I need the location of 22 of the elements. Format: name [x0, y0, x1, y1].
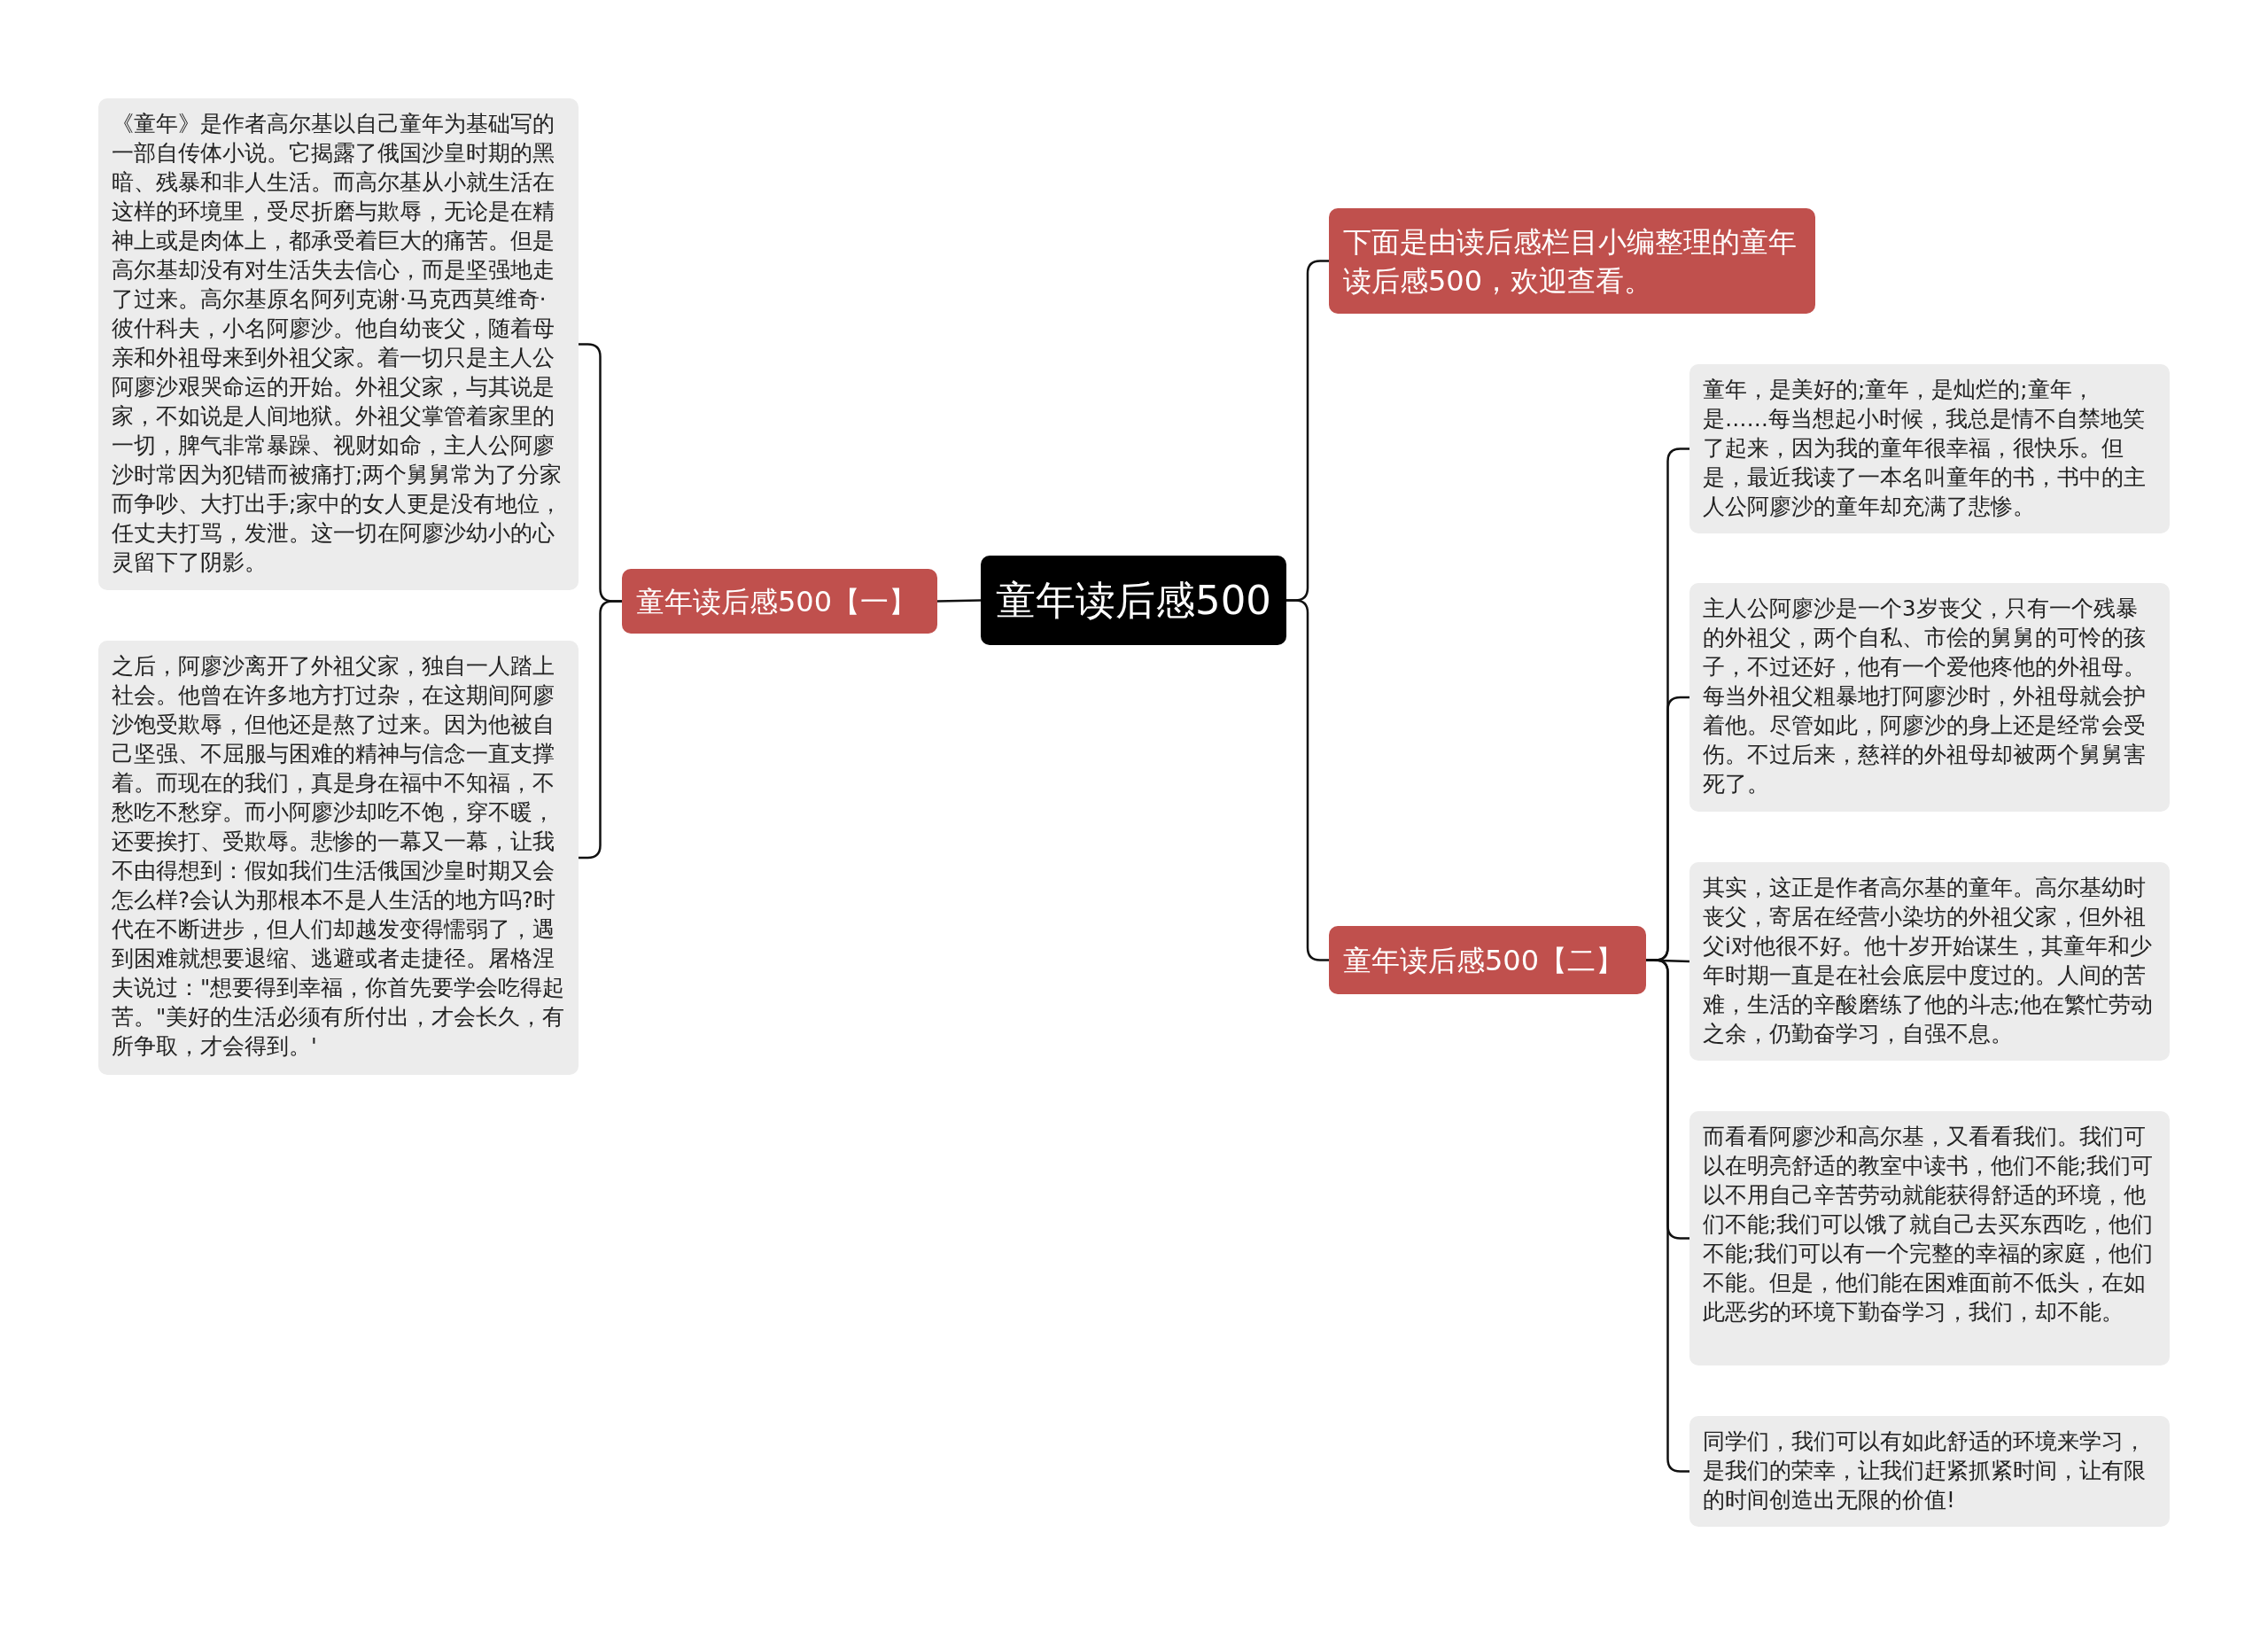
connector-line — [1286, 599, 1329, 961]
topic-label: 下面是由读后感栏目小编整理的童年读后感500，欢迎查看。 — [1343, 223, 1798, 300]
note-card — [1689, 1111, 2170, 1365]
note-card — [1689, 583, 2170, 812]
topic-label: 童年读后感500【二】 — [1343, 942, 1625, 979]
note-text: 同学们，我们可以有如此舒适的环境来学习，是我们的荣幸，让我们赶紧抓紧时间，让有限的时间创造出无限的价值! — [1703, 1428, 2147, 1514]
note-text: 而看看阿廖沙和高尔基，又看看我们。我们可以在明亮舒适的教室中读书，他们不能;我们可以不用自己辛苦劳动就能获得舒适的环境，他们不能;我们可以饿了就自己去买东西吃，他们不能;我们可以有一个完整的幸福的家庭，他们不能。但是，他们能在困难面前不低头，在如此恶劣的环境下勤奋学习，我们，却不能。 — [1703, 1123, 2155, 1326]
branch-topic — [1329, 208, 1815, 314]
branch-topic — [1329, 926, 1646, 994]
central-topic — [981, 556, 1286, 645]
note-card — [1689, 364, 2170, 533]
topic-label: 童年读后感500【一】 — [636, 583, 918, 620]
note-text: 其实，这正是作者高尔基的童年。高尔基幼时丧父，寄居在经营小染坊的外祖父家，但外祖父i对他很不好。他十岁开始谋生，其童年和少年时期一直是在社会底层中度过的。人间的苦难，生活的辛酸磨练了他的斗志;他在繁忙劳动之余，仍勤奋学习，自强不息。 — [1703, 874, 2155, 1048]
note-text: 之后，阿廖沙离开了外祖父家，独自一人踏上社会。他曾在许多地方打过杂，在这期间阿廖沙饱受欺辱，但他还是熬了过来。因为他被自己坚强、不屈服与困难的精神与信念一直支撑着。而现在的我们，真是身在福中不知福，不愁吃不愁穿。而小阿廖沙却吃不饱，穿不暖，还要挨打、受欺辱。悲惨的一幕又一幕，让我不由得想到：假如我们生活俄国沙皇时期又会怎么样?会认为那根本不是人生活的地方吗?时代在不断进步，但人们却越发变得懦弱了，遇到困难就想要退缩、逃避或者走捷径。屠格涅夫说过："想要得到幸福，你首先要学会吃得起苦。"美好的生活必须有所付出，才会长久，有所争取，才会得到。' — [112, 652, 566, 1061]
branch-topic — [622, 569, 937, 634]
topic-title: 童年读后感500 — [996, 575, 1271, 626]
note-card — [1689, 1416, 2170, 1527]
note-text: 主人公阿廖沙是一个3岁丧父，只有一个残暴的外祖父，两个自私、市侩的舅舅的可怜的孩子，不过还好，他有一个爱他疼他的外祖母。每当外祖父粗暴地打阿廖沙时，外祖母就会护着他。尽管如此，阿廖沙的身上还是经常会受伤。不过后来，慈祥的外祖母却被两个舅舅害死了。 — [1703, 595, 2147, 798]
note-text: 童年，是美好的;童年，是灿烂的;童年，是……每当想起小时候，我总是情不自禁地笑了起来，因为我的童年很幸福，很快乐。但是，最近我读了一本名叫童年的书，书中的主人公阿廖沙的童年却充满了悲惨。 — [1703, 376, 2147, 521]
note-text: 《童年》是作者高尔基以自己童年为基础写的一部自传体小说。它揭露了俄国沙皇时期的黑暗、残暴和非人生活。而高尔基从小就生活在这样的环境里，受尽折磨与欺辱，无论是在精神上或是肉体上，都承受着巨大的痛苦。但是高尔基却没有对生活失去信心，而是坚强地走了过来。高尔基原名阿列克谢·马克西莫维奇·彼什科夫，小名阿廖沙。他自幼丧父，随着母亲和外祖母来到外祖父家。着一切只是主人公阿廖沙艰哭命运的开始。外祖父家，与其说是家，不如说是人间地狱。外祖父掌管着家里的一切，脾气非常暴躁、视财如命，主人公阿廖沙时常因为犯错而被痛打;两个舅舅常为了分家而争吵、大打出手;家中的女人更是没有地位，任丈夫打骂，发泄。这一切在阿廖沙幼小的心灵留下了阴影。 — [112, 110, 563, 577]
connector-line — [936, 599, 982, 603]
note-card — [1689, 862, 2170, 1061]
